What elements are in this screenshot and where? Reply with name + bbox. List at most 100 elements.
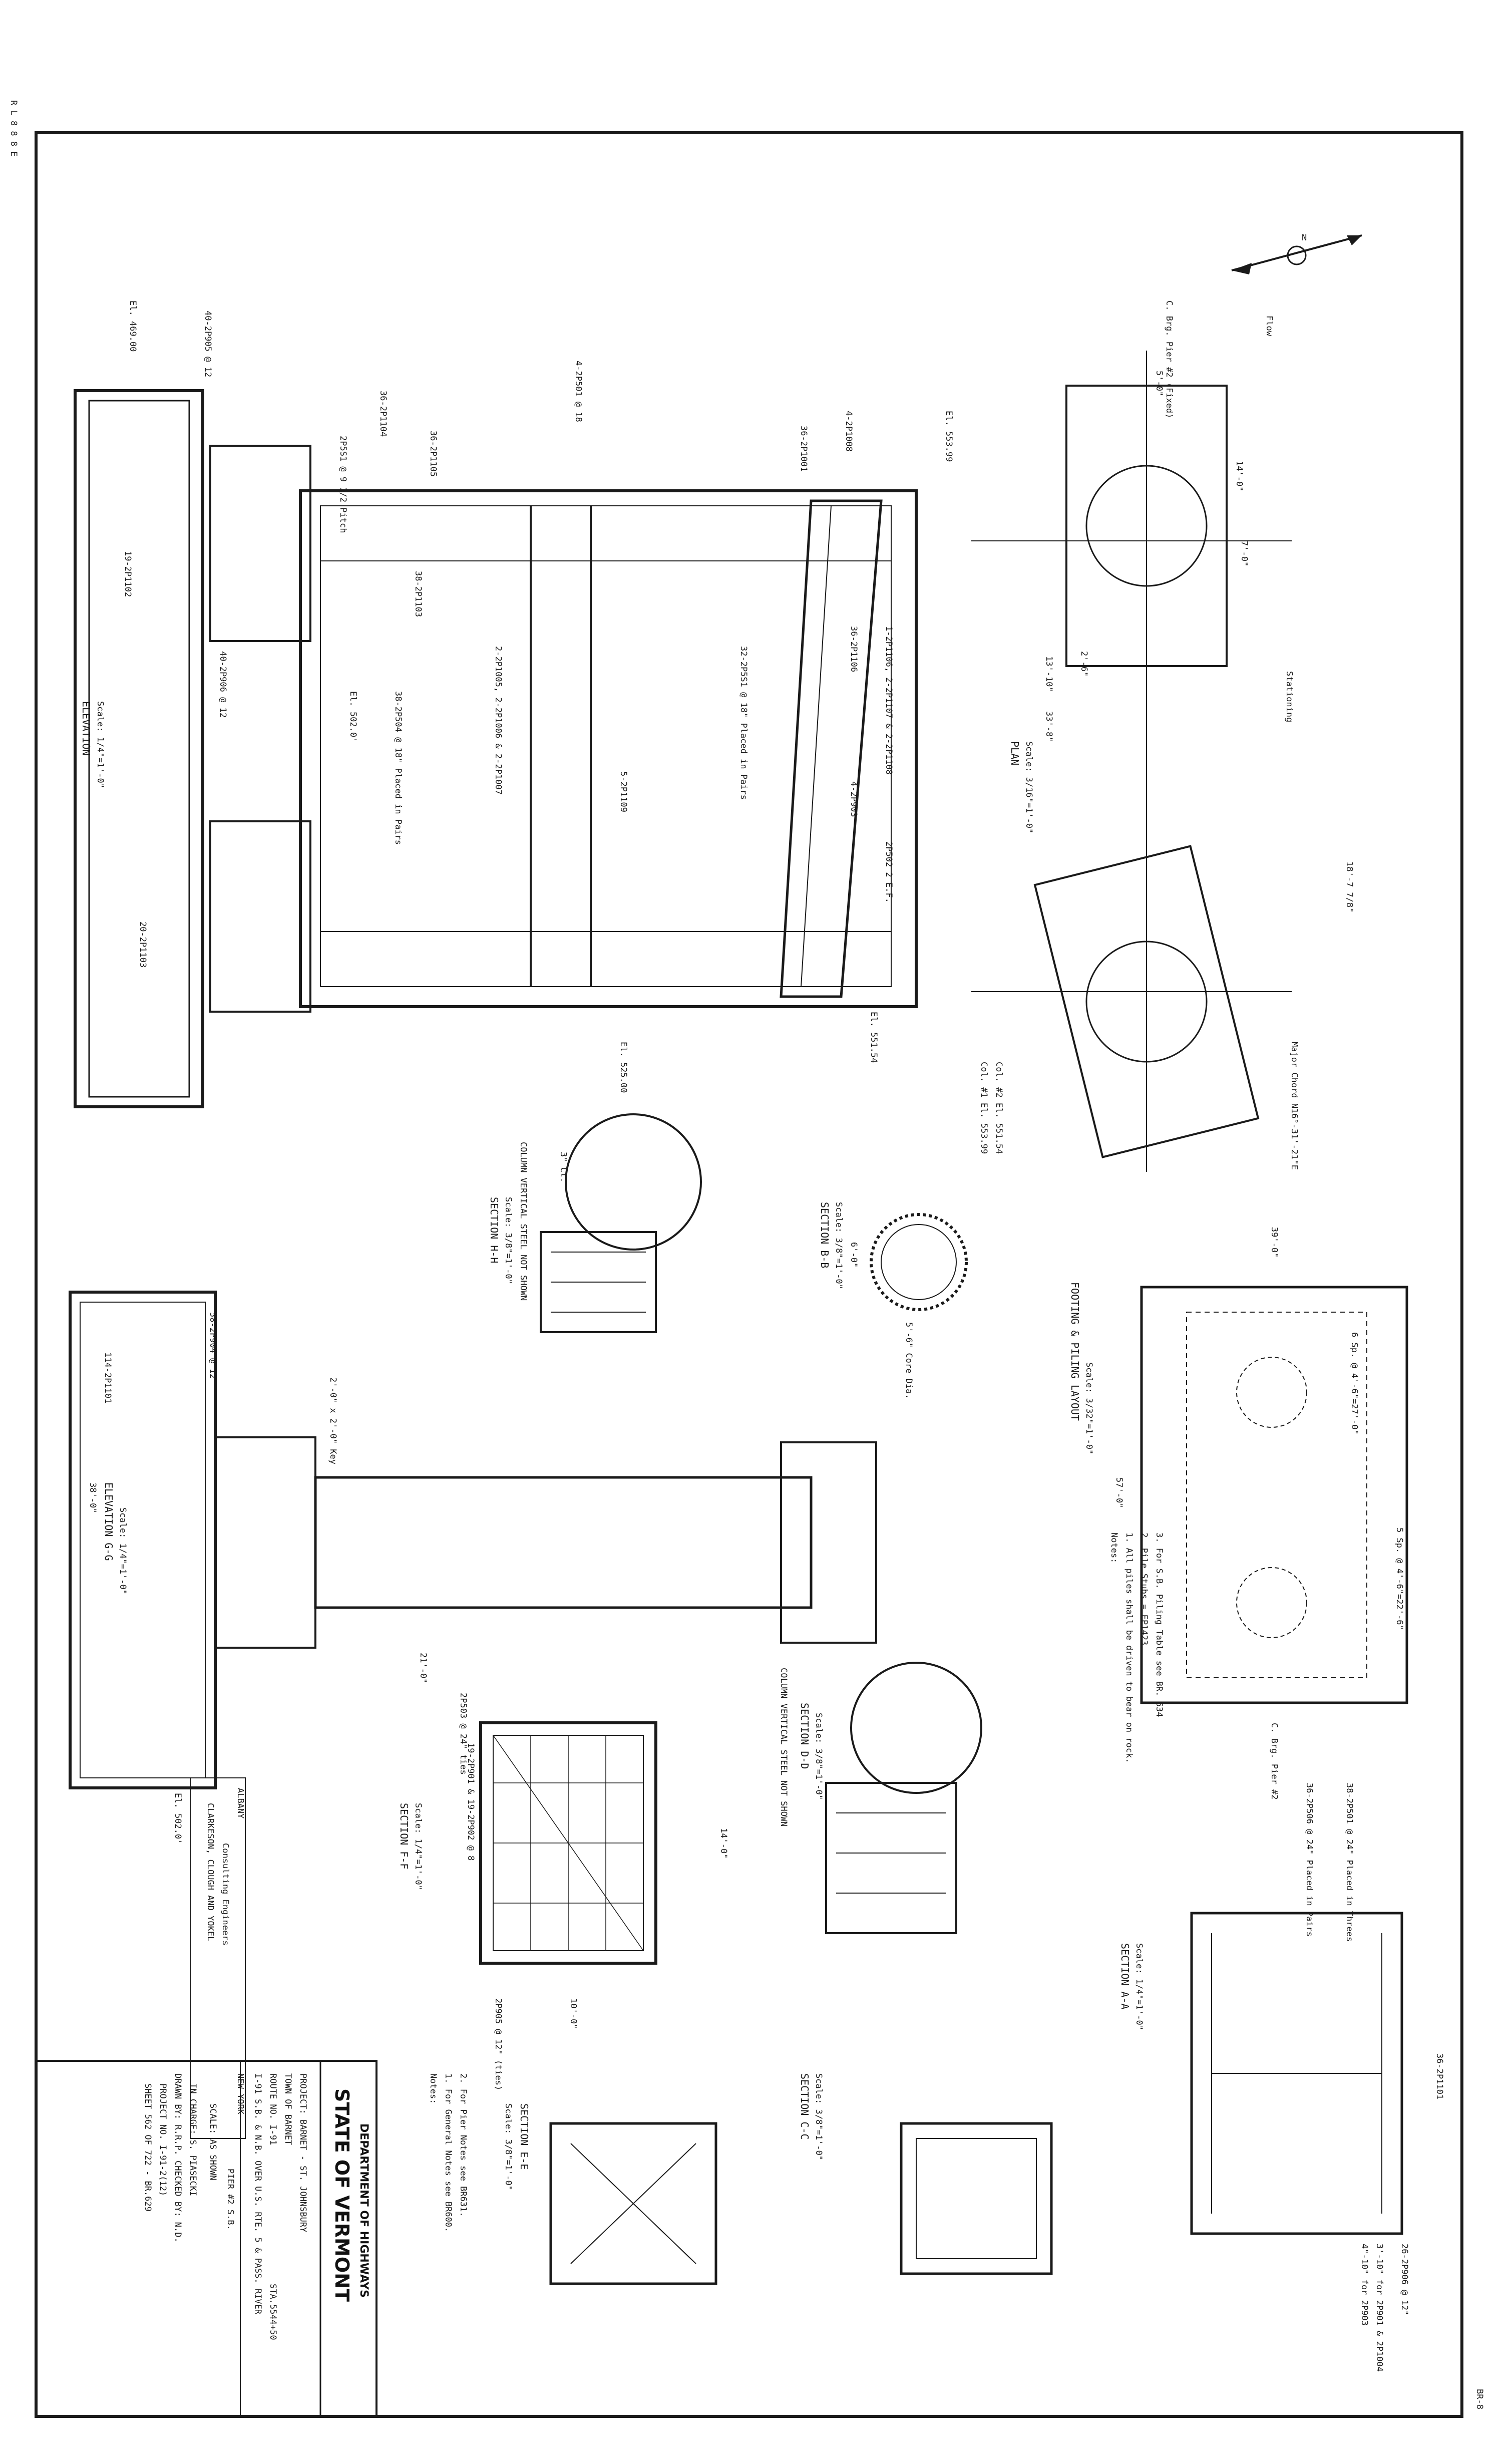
ff-w: 14'-0" xyxy=(718,1828,728,1859)
scan-edge-marks: R L 8 8 8 E BR-8 xyxy=(9,100,1484,2409)
rebar-label-15: 36-2P1106 xyxy=(849,626,859,672)
section-bb: SECTION B-B Scale: 3/8"=1'-0" 5'-6" Core… xyxy=(819,1062,1004,1399)
rebar-label-3: 36-2P1105 xyxy=(428,431,438,477)
pier-ref: C. Brg. Pier #2 (Fixed) xyxy=(1164,300,1174,418)
state-name: STATE OF VERMONT xyxy=(331,2088,353,2302)
department-name: DEPARTMENT OF HIGHWAYS xyxy=(357,2123,370,2298)
rebar-label-12: 20-2P1103 xyxy=(138,921,148,968)
consultant-block: CLARKESON, CLOUGH AND YOKEL Consulting E… xyxy=(190,1777,246,2139)
plan-view: PLAN Scale: 3/16"=1'-0" 33'-8" 13'-10" 1… xyxy=(971,233,1362,1172)
plan-half: 13'-10" xyxy=(1044,656,1054,692)
plan-stationing: Stationing xyxy=(1284,671,1294,722)
rebar-label-11: 19-2P1102 xyxy=(123,551,133,597)
elevation-gg: ELEVATION G-G Scale: 1/4"=1'-0" 38'-0" 2… xyxy=(69,1291,877,1844)
aa-note-6: 3'-10" for 2P901 & 2P1004 xyxy=(1374,2244,1384,2372)
plan-scale: Scale: 3/16"=1'-0" xyxy=(1024,741,1034,833)
pier-left-column xyxy=(209,445,311,642)
gg-w: 38'-0" xyxy=(88,1482,98,1513)
aa-note-5: 4"-10" for 2P903 xyxy=(1359,2244,1369,2326)
elevation-gg-scale: Scale: 1/4"=1'-0" xyxy=(118,1507,128,1595)
footing-title: FOOTING & PILING LAYOUT xyxy=(1069,1282,1081,1421)
pile-ref: C. Brg. Pier #2 xyxy=(1269,1723,1279,1800)
tb-town: TOWN OF BARNET xyxy=(283,2073,293,2145)
scan-edge-text: R L 8 8 8 E xyxy=(9,100,19,157)
aa-note-1: 36-2P1101 xyxy=(1434,2053,1444,2099)
cap-beam-inner xyxy=(320,505,892,987)
flow-label: Flow xyxy=(1264,316,1274,337)
plan-foot: 14'-0" xyxy=(1234,461,1244,491)
rebar-label-19: 5-2P1109 xyxy=(618,771,628,812)
footing-note-1: 1. All piles shall be driven to bear on … xyxy=(1124,1532,1134,1763)
general-note-1: 1. For General Notes see BR600. xyxy=(443,2073,453,2232)
section-aa-scale: Scale: 1/4"=1'-0" xyxy=(1134,1943,1144,2030)
footing-slab-inner xyxy=(88,400,190,1098)
title-block: STATE OF VERMONT DEPARTMENT OF HIGHWAYS … xyxy=(35,2060,377,2417)
section-ff-scale: Scale: 1/4"=1'-0" xyxy=(413,1803,423,1890)
rebar-label-5: 4-2P1008 xyxy=(844,411,854,452)
rebar-label-9: 40-2P905 @ 12 xyxy=(203,311,213,377)
section-hh: SECTION H-H Scale: 3/8"=1'-0" COLUMN VER… xyxy=(488,1113,702,1333)
ff-h: 10'-0" xyxy=(568,1998,578,2029)
footing-notes-heading: Notes: xyxy=(1109,1532,1119,1563)
section-bb-title: SECTION B-B xyxy=(819,1202,831,1268)
section-cc-title: SECTION C-C xyxy=(799,2073,811,2139)
aa-note-3: 38-2P501 @ 24" Placed in Threes xyxy=(1344,1783,1354,1942)
rebar-label-8: 36-2P1001 xyxy=(799,426,809,472)
cap-beam xyxy=(299,489,918,1008)
footing-w: 39'-0" xyxy=(1269,1227,1279,1258)
tb-route: ROUTE NO. I-91 xyxy=(268,2073,278,2145)
plan-side: 5'-0" xyxy=(1154,371,1164,396)
rebar-label-21: 1-2P1106, 2-2P1107 & 2-2P1108 xyxy=(884,626,894,775)
north-arrow-icon: N xyxy=(1231,233,1362,274)
el-footing-bottom: El. 469.00 xyxy=(128,300,138,352)
section-bb-scale: Scale: 3/8"=1'-0" xyxy=(834,1202,844,1289)
rebar-label-2: 36-2P1104 xyxy=(378,391,388,437)
section-ff: SECTION F-F Scale: 1/4"=1'-0" 14'-0" 10'… xyxy=(398,1693,728,2090)
footing-dim-sp2: 5 Sp. @ 4'-6"=22'-6" xyxy=(1394,1527,1404,1630)
pier-right-column xyxy=(209,820,311,1013)
footing-slab xyxy=(74,389,204,1108)
north-label: N xyxy=(1302,233,1307,243)
rebar-label-13: 58-2P904 @ 12 xyxy=(208,1312,218,1379)
consultant-name: CLARKESON, CLOUGH AND YOKEL xyxy=(205,1803,215,1941)
col-dia-2: 6'-0" xyxy=(849,1242,859,1268)
rebar-label-23: 2P905 @ 12" (ties) xyxy=(493,1998,503,2090)
rebar-label-1: 4-2P501 @ 18 xyxy=(573,361,583,422)
elevation-gg-title: ELEVATION G-G xyxy=(103,1482,115,1561)
section-dd: SECTION D-D Scale: 3/8"=1'-0" COLUMN VER… xyxy=(779,1662,982,1934)
tb-project: PROJECT: BARNET - ST. JOHNSBURY xyxy=(298,2073,308,2232)
consultant-city-left: ALBANY xyxy=(235,1788,245,1818)
rebar-label-22: 19-2P901 & 19-2P902 @ 8 xyxy=(466,1743,476,1861)
plan-col: 7'-0" xyxy=(1239,541,1249,566)
section-dd-note: COLUMN VERTICAL STEEL NOT SHOWN xyxy=(779,1668,789,1826)
plan-chord: 18'-7 7/8" xyxy=(1344,861,1354,912)
section-ff-title: SECTION F-F xyxy=(398,1803,410,1869)
rebar-label-4: 2P5S1 @ 9 1/2 Pitch xyxy=(338,436,348,533)
section-dd-title: SECTION D-D xyxy=(799,1703,811,1769)
bottom-code: BR-8 xyxy=(1474,2389,1484,2409)
rebar-label-10: 40-2P906 @ 12 xyxy=(218,651,228,718)
rebar-label-6: 4-2P903 xyxy=(849,781,859,817)
rebar-label-17: 32-2P5S1 @ 18" Placed in Pairs xyxy=(738,646,748,800)
tb-sheet: SHEET 562 OF 722 - BR.629 xyxy=(143,2083,153,2212)
section-ee: SECTION E-E Scale: 3/8"=1'-0" xyxy=(503,2103,717,2285)
section-hh-note: COLUMN VERTICAL STEEL NOT SHOWN xyxy=(518,1142,528,1301)
footing-note-2: 2. Pile Stubs = EP1423 xyxy=(1139,1532,1149,1645)
footing-dim-sp1: 6 Sp. @ 4'-6"=27'-0" xyxy=(1349,1332,1359,1435)
section-hh-title: SECTION H-H xyxy=(488,1197,500,1263)
aa-note-4: 36-2P506 @ 24" Placed in Pairs xyxy=(1304,1783,1314,1937)
tb-station: STA.5544+50 xyxy=(268,2284,278,2340)
rebar-label-18: 38-2P504 @ 18" Placed in Pairs xyxy=(393,691,403,845)
tb-scale: SCALE: AS SHOWN xyxy=(208,2103,218,2181)
section-ee-scale: Scale: 3/8"=1'-0" xyxy=(503,2103,513,2191)
footing-note-3: 3. For S.B. Piling Table see BR. 634 xyxy=(1154,1532,1164,1717)
aa-note-2: 26-2P906 @ 12" xyxy=(1399,2244,1409,2315)
cl-hh: 3" Cl. xyxy=(558,1152,568,1182)
plan-major-chord: Major Chord N16°-31'-21"E xyxy=(1289,1042,1299,1170)
el-mid-2: El. 502.0' xyxy=(348,691,358,742)
consultant-role: Consulting Engineers xyxy=(220,1843,230,1946)
section-cc: SECTION C-C Scale: 3/8"=1'-0" xyxy=(799,2073,1053,2275)
section-aa-title: SECTION A-A xyxy=(1119,1943,1131,2009)
plan-offset: 2'-6" xyxy=(1079,651,1089,677)
rebar-label-20: 2-2P1005, 2-2P1006 & 2-2P1007 xyxy=(493,646,503,795)
